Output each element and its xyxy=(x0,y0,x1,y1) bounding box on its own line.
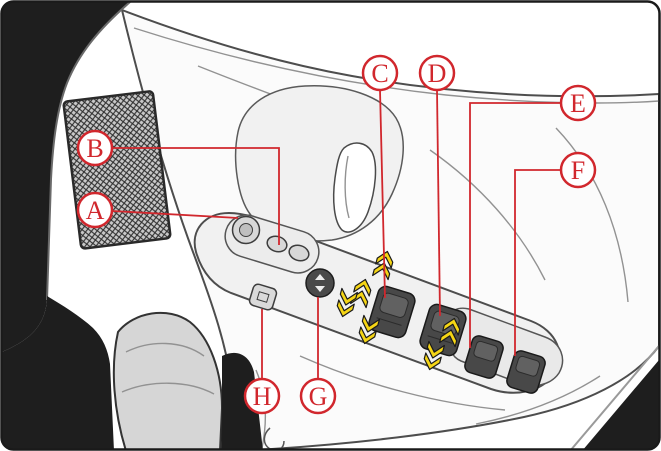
leader-line-a xyxy=(111,210,239,219)
window-lock-icon xyxy=(256,291,270,303)
callout-g-circle xyxy=(299,377,337,415)
speaker-grille xyxy=(62,90,172,250)
a-pillar-edge xyxy=(46,1,131,301)
door-grip-slot xyxy=(332,142,377,233)
window-lock-button[interactable] xyxy=(248,283,278,311)
callout-d: D xyxy=(418,54,456,92)
sculpt-line xyxy=(299,355,506,411)
mirror-adjust-knob-inner[interactable] xyxy=(239,223,253,237)
callout-f-circle xyxy=(559,151,597,189)
callout-f: F xyxy=(559,151,597,189)
callout-a-label: A xyxy=(86,196,105,225)
sculpt-line xyxy=(475,375,601,425)
callout-h-circle xyxy=(243,377,281,415)
callout-d-circle xyxy=(418,54,456,92)
mirror-select-button-right[interactable] xyxy=(287,243,311,263)
callout-g: G xyxy=(299,377,337,415)
leader-line-e xyxy=(469,102,561,348)
lower-left-trim xyxy=(2,296,114,450)
callout-b-label: B xyxy=(86,134,103,163)
leader-line-d xyxy=(436,89,441,317)
switch-rocker[interactable] xyxy=(473,340,499,362)
callout-b-circle xyxy=(76,129,114,167)
callout-e: E xyxy=(559,84,597,122)
lower-right-edge-line xyxy=(569,345,660,450)
seat-side-trim xyxy=(221,352,263,450)
switch-rocker xyxy=(515,355,541,377)
callout-c: C xyxy=(361,54,399,92)
sculpt-line xyxy=(555,127,629,303)
lower-right-trim xyxy=(582,360,659,450)
switch-rocker[interactable] xyxy=(379,292,410,319)
central-lock-button[interactable] xyxy=(305,268,335,298)
rear-window-switch-right[interactable] xyxy=(505,349,547,395)
central-lock-button-face[interactable] xyxy=(305,268,335,298)
lock-arrow-down-icon xyxy=(315,286,325,292)
leader-line-f xyxy=(514,169,561,356)
leader-line-c xyxy=(379,89,386,299)
callout-c-label: C xyxy=(371,59,388,88)
window-lock-button-face[interactable] xyxy=(248,283,278,311)
leader-line-b xyxy=(112,147,280,245)
sculpt-line xyxy=(429,149,546,281)
grip-slot-shading xyxy=(344,155,350,219)
callout-e-circle xyxy=(559,84,597,122)
callout-e-label: E xyxy=(570,89,586,118)
callout-b: B xyxy=(76,129,114,167)
switch-ridge xyxy=(376,317,402,326)
callout-h-label: H xyxy=(253,382,272,411)
mirror-adjust-knob[interactable] xyxy=(231,215,261,245)
callout-h: H xyxy=(243,377,281,415)
seat-seam xyxy=(125,342,205,357)
callout-g-label: G xyxy=(309,382,328,411)
leader-lines xyxy=(111,89,561,379)
lock-arrow-up-icon xyxy=(315,274,325,280)
callout-d-label: D xyxy=(428,59,447,88)
callout-f-label: F xyxy=(571,156,585,185)
callout-a-circle xyxy=(76,191,114,229)
front-window-switch-left[interactable] xyxy=(367,284,417,339)
callout-c-circle xyxy=(361,54,399,92)
a-pillar-trim xyxy=(2,2,130,352)
seat-seam xyxy=(121,382,215,395)
speaker-grille-group xyxy=(62,90,172,250)
rear-window-switch-left[interactable] xyxy=(463,334,505,380)
seat-cushion xyxy=(112,311,224,450)
callout-a: A xyxy=(76,191,114,229)
